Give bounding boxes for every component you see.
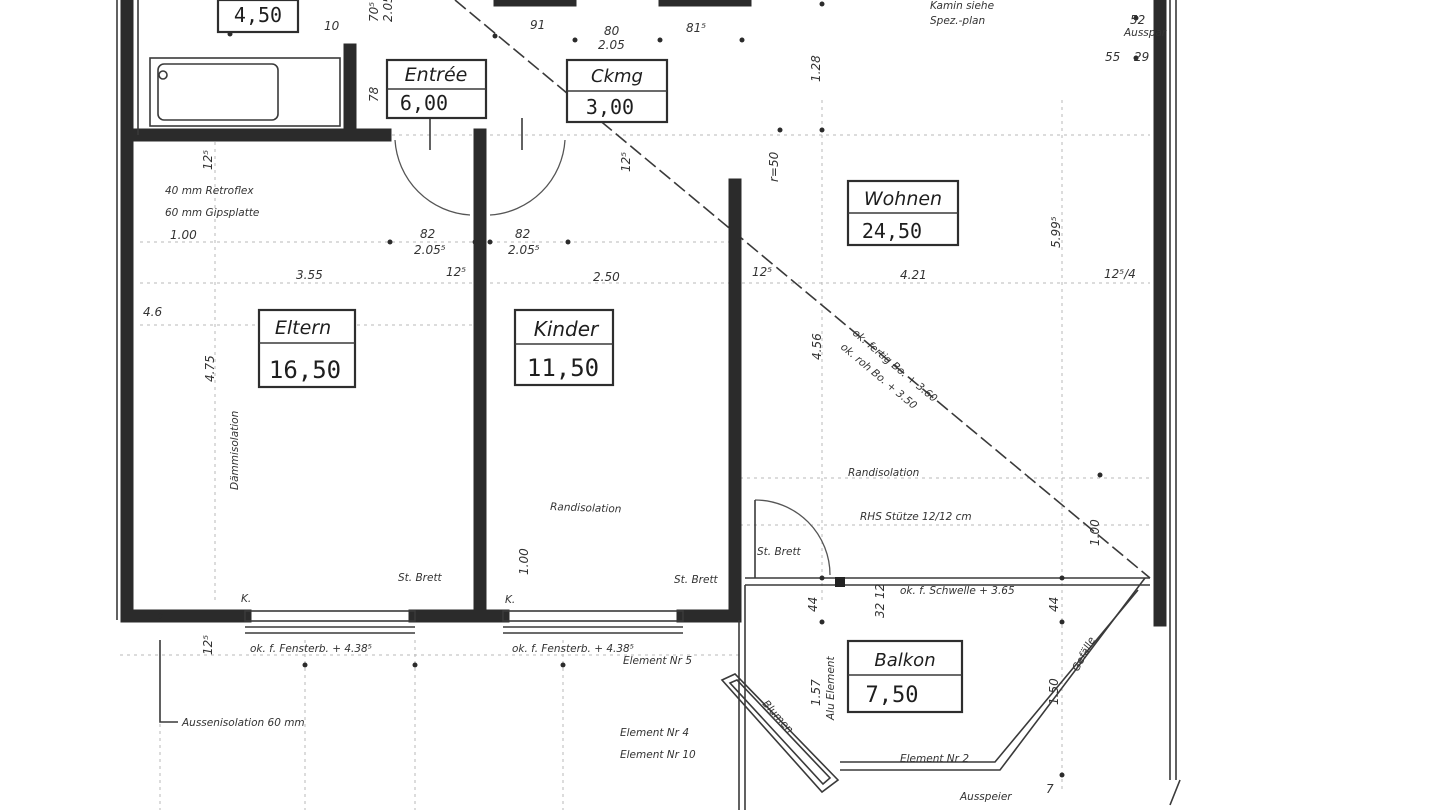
room-area-kinder: 11,50 (527, 354, 599, 382)
dim-80: 80 (604, 24, 620, 38)
dim-456: 4.56 (810, 333, 824, 360)
room-label-balkon: Balkon 7,50 (846, 639, 964, 714)
dim-55: 55 (1105, 50, 1120, 64)
room-label-wohnen: Wohnen 24,50 (846, 179, 960, 247)
flower-box (720, 673, 840, 794)
dim-100c: 1.00 (1088, 519, 1102, 546)
dim-205a: 2.05 (598, 38, 625, 52)
note-alu: Alu Element (825, 656, 837, 721)
room-label-eltern: Eltern 16,50 (257, 308, 357, 389)
dim-815: 81⁵ (686, 21, 706, 35)
room-area-balkon: 7,50 (866, 683, 919, 708)
room-name-wohnen: Wohnen (864, 188, 942, 210)
dim-421: 4.21 (900, 268, 927, 282)
dim-10: 10 (324, 19, 340, 33)
room-name-balkon: Balkon (874, 650, 935, 671)
note-iso-eltern: Dämmisolation (229, 411, 241, 490)
note-gipsplatte: 60 mm Gipsplatte (165, 207, 259, 219)
dimension-labels: 91 80 2.05 81⁵ 1.28 52 55 29 78 70⁵ 2.05… (143, 0, 1149, 706)
room-name-kinder: Kinder (534, 317, 600, 341)
room-area-eltern: 16,50 (269, 356, 341, 384)
note-blumen: Blumen (760, 698, 796, 736)
note-fensterb-a: ok. f. Fensterb. + 4.38⁵ (250, 643, 372, 655)
note-aussenisolation: Aussenisolation 60 mm (181, 717, 305, 729)
note-randiso-kinder: Randisolation (550, 501, 622, 515)
room-label-kinder: Kinder 11,50 (513, 308, 615, 387)
note-fensterb-b: ok. f. Fensterb. + 4.38⁵ (512, 643, 634, 655)
dim-44b: 44 (1047, 597, 1061, 612)
room-name-garderobe: Ckmg (591, 66, 643, 87)
note-k-a: K. (241, 593, 251, 605)
dim-125d: 12⁵ (752, 265, 772, 279)
dim-125b: 12⁵ (619, 152, 633, 172)
dim-705: 70⁵ (367, 2, 381, 22)
room-label-garderobe: Ckmg 3,00 (565, 58, 669, 124)
dim-44a: 44 (806, 597, 820, 612)
dim-52: 52 (1130, 13, 1145, 27)
walls (116, 0, 1177, 780)
dim-128: 1.28 (809, 55, 823, 82)
dim-157: 1.57 (809, 679, 823, 706)
note-rhs: RHS Stütze 12/12 cm (860, 511, 972, 523)
note-stbrett-a: St. Brett (398, 572, 443, 584)
room-area-entree: 6,00 (400, 91, 448, 115)
room-area-bad: 4,50 (234, 3, 282, 27)
dim-125e: 12⁵ (201, 635, 215, 655)
section-diagonal-line (454, 0, 1151, 579)
dim-91: 91 (530, 18, 545, 32)
note-d7: 7 (1046, 782, 1054, 796)
dim-78: 78 (367, 86, 381, 102)
room-area-garderobe: 3,00 (586, 95, 634, 119)
note-element2: Element Nr 2 (900, 753, 969, 765)
note-kamin: Kamin siehe (930, 0, 994, 12)
room-area-wohnen: 24,50 (862, 219, 922, 243)
dimension-marks (157, 1, 1139, 778)
note-stbrett-c: St. Brett (757, 546, 802, 558)
dim-205c: 2.05⁵ (508, 243, 540, 257)
dim-205top: 2.05 (381, 0, 395, 22)
bathtub (149, 57, 341, 127)
dim-82a: 82 (420, 227, 435, 241)
dim-1254: 12⁵/4 (1104, 267, 1136, 281)
note-retroflex: 40 mm Retroflex (165, 185, 254, 197)
room-name-entree: Entrée (405, 64, 468, 86)
dim-82b: 82 (515, 227, 530, 241)
note-k-b: K. (505, 594, 515, 606)
dim-5995: 5.99⁵ (1049, 216, 1063, 248)
note-stbrett-b: St. Brett (674, 574, 719, 586)
dim-100b: 1.00 (170, 228, 197, 242)
dim-475: 4.75 (203, 355, 217, 382)
dim-125c: 12⁵ (446, 265, 466, 279)
dim-355: 3.55 (296, 268, 323, 282)
dim-100a: 1.00 (517, 548, 531, 575)
dim-250: 2.50 (593, 270, 620, 284)
ausspeier-arrow (1169, 779, 1181, 806)
note-element5: Element Nr 5 (623, 655, 692, 667)
note-spez: Spez.-plan (930, 15, 985, 27)
note-gefaelle: Gefälle (1070, 635, 1098, 673)
dim-3212: 32 12 (873, 584, 887, 618)
windows (244, 610, 684, 634)
note-element10: Element Nr 10 (620, 749, 696, 761)
dim-205b: 2.05⁵ (414, 243, 446, 257)
note-element4: Element Nr 4 (620, 727, 689, 739)
dim-r50: r=50 (767, 151, 781, 182)
room-label-bad: 4,50 (216, 0, 300, 34)
room-name-eltern: Eltern (275, 317, 331, 339)
note-ausspar: Ausspar (1123, 27, 1167, 39)
note-ausspeier: Ausspeier (959, 791, 1012, 803)
dim-29: 29 (1134, 50, 1149, 64)
note-schwelle: ok. f. Schwelle + 3.65 (900, 585, 1015, 597)
room-label-entree: Entrée 6,00 (385, 58, 488, 120)
dim-125a: 12⁵ (201, 150, 215, 170)
balcony-outline (720, 577, 1150, 810)
rhs-column (835, 577, 845, 587)
dim-46: 4.6 (143, 305, 162, 319)
construction-lines (120, 100, 1150, 810)
aussenisolation-leader (159, 640, 178, 723)
note-randiso-wohnen: Randisolation (848, 467, 919, 479)
dim-150: 1.50 (1047, 678, 1061, 705)
